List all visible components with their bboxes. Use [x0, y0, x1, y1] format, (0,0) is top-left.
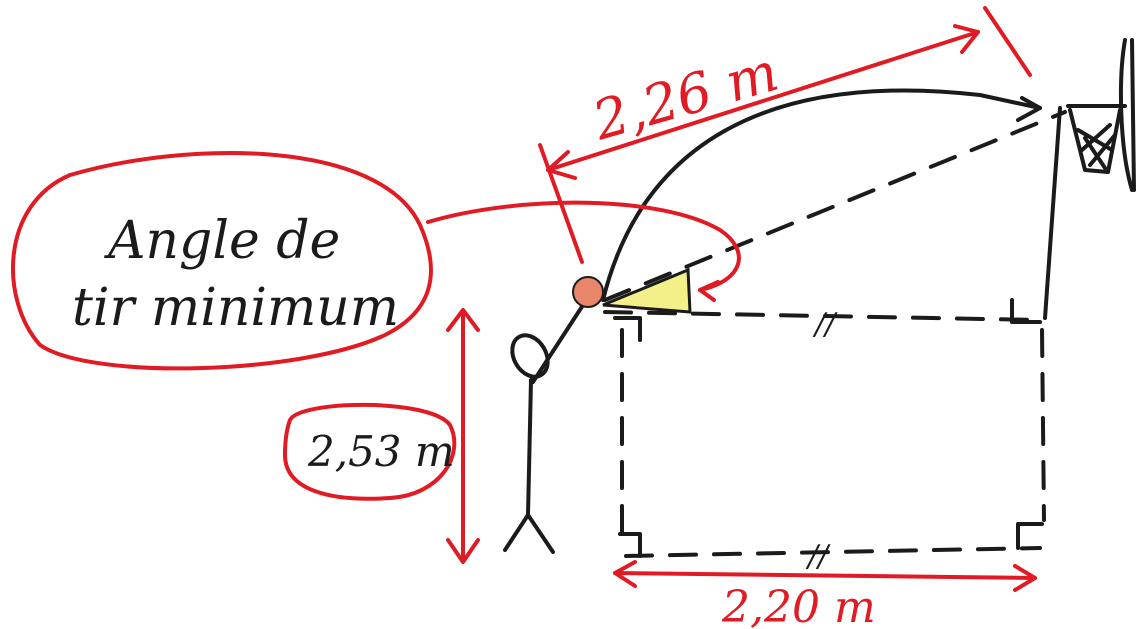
basketball-hoop: [1043, 38, 1136, 320]
diagonal-arrow-line: [546, 30, 980, 172]
basketball-icon: [572, 276, 604, 308]
height-label-bubble: [283, 402, 457, 501]
curved-trajectory-arrowhead: [1016, 96, 1042, 122]
hoop-net-mesh: [1076, 123, 1117, 170]
bottom-dashed-line: [624, 546, 1042, 558]
height-annotation: 2,53 m: [283, 308, 480, 564]
hoop-net-outline: [1068, 108, 1122, 174]
right-angle-mark-top-right: [1010, 298, 1042, 324]
angle-callout-bubble: [10, 151, 433, 371]
diagonal-distance-annotation: 2,26 m: [538, 6, 1032, 264]
ground-arrowheads: [613, 560, 1037, 592]
equal-mark-bottom: //: [805, 539, 831, 574]
curved-trajectory: [601, 88, 1042, 302]
player-right-leg: [526, 513, 555, 554]
ground-distance-label: 2,20 m: [721, 582, 876, 629]
straight-dashed-trajectory: [603, 110, 1067, 302]
ground-distance-annotation: 2,20 m: [613, 560, 1037, 629]
player-stick-figure: [503, 300, 587, 554]
equal-mark-top: //: [812, 307, 838, 342]
height-label: 2,53 m: [307, 427, 455, 476]
dashed-rectangle: [603, 298, 1046, 558]
ground-arrow-line: [613, 571, 1037, 580]
angle-label-line1: Angle de: [104, 211, 340, 271]
angle-label-line2: tir minimum: [72, 278, 399, 338]
player-arm: [531, 300, 587, 384]
diagonal-extension-right: [983, 6, 1032, 77]
angle-callout-arrowhead: [698, 280, 720, 302]
angle-callout: Angle de tir minimum: [10, 151, 741, 371]
angle-callout-pointer: [426, 200, 741, 292]
right-angle-mark-bottom-left: [618, 532, 642, 558]
player-left-leg: [503, 513, 530, 552]
player-head: [510, 333, 550, 379]
top-dashed-line: [603, 310, 1042, 322]
backboard: [1118, 38, 1136, 192]
right-angle-mark-bottom-right: [1016, 522, 1044, 550]
diagonal-extension-left: [538, 143, 584, 264]
height-arrowheads: [446, 308, 480, 564]
right-dashed-line: [1040, 328, 1046, 522]
diagonal-distance-label: 2,26 m: [585, 40, 785, 153]
shot-angle-wedge: [602, 267, 692, 314]
player-body: [526, 378, 533, 517]
right-angle-mark-top-left: [613, 316, 642, 342]
hoop-post: [1043, 106, 1062, 320]
